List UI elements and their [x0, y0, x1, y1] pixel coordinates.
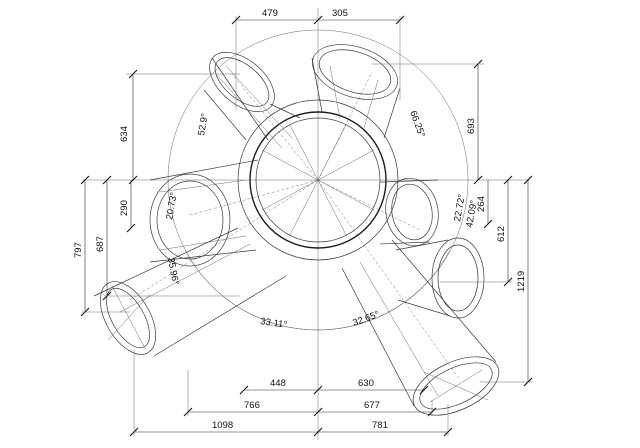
- dimension-labels: 479 305 634 693 290 687 797 264 612 1219…: [73, 8, 527, 431]
- dim-1098: 1098: [212, 420, 233, 431]
- dim-612: 612: [496, 226, 507, 242]
- angle-35-96: 35.96°: [165, 257, 181, 286]
- branch-right: [379, 177, 485, 319]
- dim-305: 305: [332, 8, 348, 19]
- dim-264: 264: [476, 196, 487, 212]
- dim-781: 781: [372, 420, 388, 431]
- dim-766: 766: [244, 400, 260, 411]
- dim-1219: 1219: [516, 271, 527, 292]
- branch-upper-right: [311, 44, 401, 139]
- dim-677: 677: [364, 400, 380, 411]
- angle-22-72: 22.72°: [452, 193, 468, 222]
- branch-lower-left: [93, 227, 287, 357]
- angle-20-73: 20.73°: [164, 191, 180, 220]
- dim-634: 634: [119, 126, 130, 142]
- dim-448: 448: [270, 378, 286, 389]
- dim-290: 290: [119, 200, 130, 216]
- construction-arcs: [167, 29, 469, 331]
- angle-32-65: 32.65°: [351, 309, 381, 329]
- central-sphere: [237, 99, 399, 261]
- dim-479: 479: [262, 8, 278, 19]
- angle-42-09: 42.09°: [464, 199, 480, 228]
- angle-labels: 52.9° 66.25° 20.73° 35.96° 22.72° 42.09°…: [164, 109, 480, 330]
- dimension-lines: [80, 15, 533, 437]
- angle-52-9: 52.9°: [196, 112, 211, 136]
- branch-lower-right: [341, 239, 500, 416]
- dim-797: 797: [73, 242, 84, 258]
- branch-left: [149, 159, 259, 267]
- angle-33-11: 33.11°: [260, 316, 288, 331]
- dim-693: 693: [466, 118, 477, 134]
- branch-upper-left: [203, 51, 301, 149]
- center-lines: [82, 8, 530, 440]
- dim-687: 687: [95, 236, 106, 252]
- dim-630: 630: [358, 378, 374, 389]
- angle-66-25: 66.25°: [407, 109, 427, 139]
